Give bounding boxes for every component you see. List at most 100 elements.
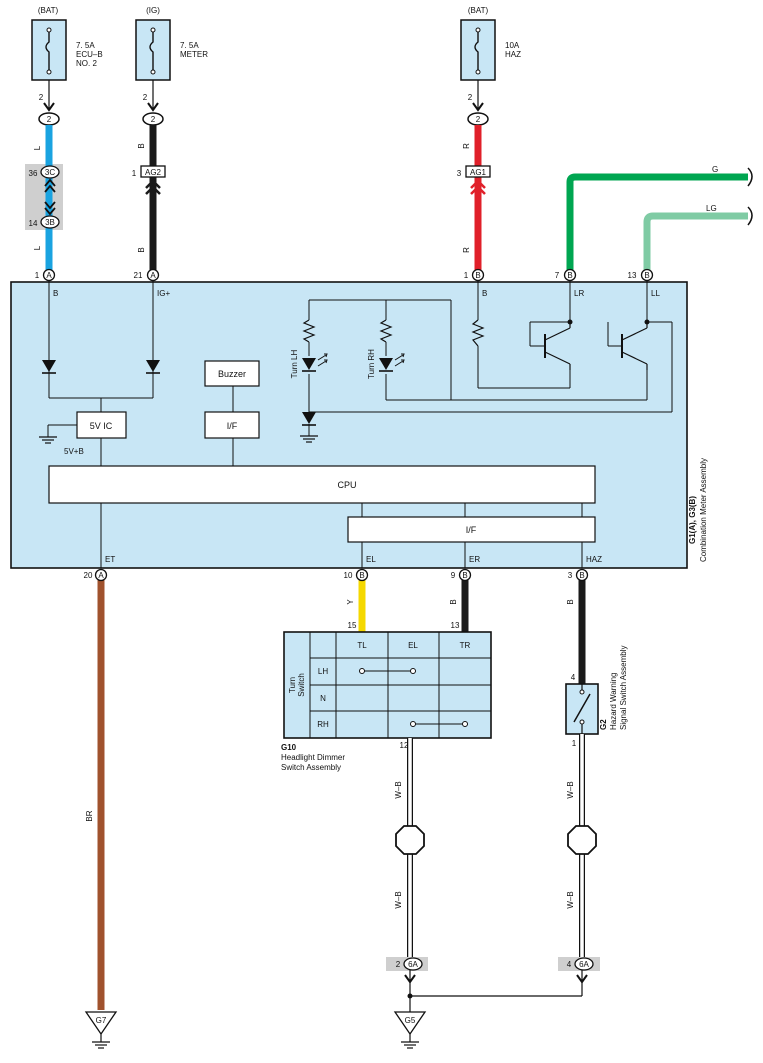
turn-switch-name: Headlight Dimmer (281, 753, 345, 762)
if-label: I/F (227, 421, 238, 431)
wire-wb-right: W–B W–B (566, 734, 597, 960)
resistor-icon (302, 319, 316, 343)
wire-color-label: LG (706, 204, 717, 213)
terminal-name: IG+ (157, 289, 170, 298)
fuse-terminal: 2 (151, 115, 156, 124)
wire-color-label: L (33, 145, 42, 150)
fuse-rating: 7. 5A (76, 41, 95, 50)
meter-top-terminal-21a: 21 A IG+ (134, 268, 170, 298)
turn-switch-name: Switch Assembly (281, 763, 341, 772)
terminal-letter: B (475, 271, 480, 280)
fuse-icon (149, 30, 154, 72)
fuse-pin: 2 (468, 93, 473, 102)
hazard-switch-code: G2 (599, 719, 608, 730)
cpu-block: CPU (48, 465, 596, 504)
wire-black-b: B B (137, 125, 157, 270)
wire-color-label: Y (346, 599, 355, 605)
terminal-pin: 3 (568, 571, 573, 580)
connector-label: 6A (579, 960, 589, 969)
turn-lh-led-icon (302, 353, 328, 372)
terminal-name: B (53, 289, 58, 298)
fuse-name: METER (180, 50, 208, 59)
connector-pin: 1 (132, 169, 137, 178)
connector-label: 3C (45, 168, 55, 177)
switch-row-label: N (320, 694, 326, 703)
wire-color-label: L (33, 245, 42, 250)
connector-pin: 36 (29, 169, 38, 178)
ground-point-g7: G7 (84, 1011, 118, 1049)
turn-rh-label: Turn RH (367, 349, 376, 379)
turn-switch-label: Switch (297, 673, 306, 697)
terminal-name: ER (469, 555, 480, 564)
ground-point-g5: G5 (393, 1011, 427, 1049)
switch-column-header: TL (357, 641, 367, 650)
wire-color-label: W–B (566, 891, 575, 908)
connector-pin: 2 (396, 960, 401, 969)
meter-bottom-terminal-10b: 10 B (344, 568, 369, 582)
terminal-name: EL (366, 555, 376, 564)
meter-bottom-terminal-20a: 20 A (84, 568, 108, 582)
ground-label: G5 (405, 1016, 416, 1025)
fuse-pin: 2 (39, 93, 44, 102)
fuse-source-label: (BAT) (38, 6, 59, 15)
buzzer-label: Buzzer (218, 369, 246, 379)
terminal-name: ET (105, 555, 115, 564)
wire-color-label: BR (85, 810, 94, 821)
splice-icon (395, 825, 425, 855)
buzzer-if-block: I/F (204, 411, 260, 439)
terminal-letter: B (567, 271, 572, 280)
wire-black-er: B (449, 580, 469, 632)
turn-lh-label: Turn LH (290, 349, 299, 378)
fuse-terminal: 2 (476, 115, 481, 124)
terminal-pin: 21 (134, 271, 143, 280)
transistor-icon (544, 322, 571, 370)
transistor-icon (621, 322, 648, 370)
turn-switch-code: G10 (281, 743, 297, 752)
terminal-name: HAZ (586, 555, 602, 564)
wire-color-label: B (137, 143, 146, 148)
meter-top-terminal-7b: 7 B LR (555, 268, 584, 298)
connector-label: AG1 (470, 168, 487, 177)
meter-bottom-terminal-9b: 9 B (451, 568, 472, 582)
meter-top-terminal-1a: 1 A B (35, 268, 58, 298)
5v-b-label: 5V+B (64, 447, 84, 456)
terminal-pin: 7 (555, 271, 560, 280)
fuse-source-label: (IG) (146, 6, 160, 15)
diode-icon (302, 412, 316, 426)
5v-ic-label: 5V IC (90, 421, 113, 431)
fuse-haz: (BAT) 10A HAZ 2 2 (460, 6, 521, 126)
wire-green-g: G (566, 165, 753, 270)
wire-black-haz: B (566, 580, 586, 684)
switch-pin: 4 (571, 673, 576, 682)
wire-color-label: B (137, 247, 146, 252)
ground-label: G7 (96, 1016, 107, 1025)
wire-color-label: W–B (394, 781, 403, 798)
ground-icon (91, 1041, 111, 1049)
5v-ic-block: 5V IC 5V+B (64, 411, 127, 456)
fuse-name: ECU–B (76, 50, 103, 59)
fuse-icon (474, 30, 479, 72)
wire-red-r: R R (462, 125, 482, 270)
connector-3c-3b: 36 3C 14 3B (25, 164, 63, 230)
resistor-icon (379, 319, 393, 343)
fuse-name: HAZ (505, 50, 521, 59)
switch-row-label: RH (317, 720, 329, 729)
switch-column-header: TR (460, 641, 471, 650)
fuse-meter: (IG) 7. 5A METER 2 2 (135, 6, 208, 126)
switch-column-header: EL (408, 641, 418, 650)
terminal-letter: A (46, 271, 52, 280)
wire-color-label: B (449, 599, 458, 604)
connector-ag2: 1 AG2 (132, 165, 166, 195)
connector-label: AG2 (145, 168, 162, 177)
terminal-letter: A (98, 571, 104, 580)
wire-color-label: G (712, 165, 718, 174)
wire-color-label: W–B (566, 781, 575, 798)
terminal-pin: 10 (344, 571, 353, 580)
switch-pin: 12 (400, 741, 409, 750)
turn-switch-assembly: 15 13 Turn Switch TL EL TR LH N RH 12 G1… (281, 621, 492, 772)
wire-light-green-lg: LG (643, 204, 753, 270)
connector-label: 6A (408, 960, 418, 969)
terminal-name: LR (574, 289, 584, 298)
bottom-if-block: I/F (347, 516, 596, 543)
